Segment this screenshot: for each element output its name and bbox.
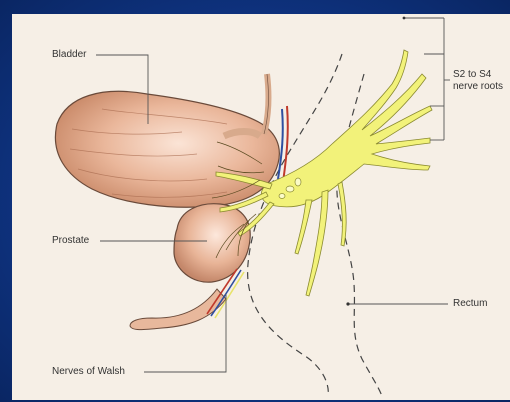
label-bladder: Bladder [52,49,86,61]
anatomy-illustration-panel: Bladder Prostate Nerves of Walsh S2 to S… [12,14,510,400]
s2-root-dot [403,17,406,20]
urethra [130,289,226,330]
label-rectum: Rectum [453,298,487,310]
label-nerve-roots-line1: S2 to S4 [453,69,491,81]
label-nerves-of-walsh: Nerves of Walsh [52,366,125,378]
label-nerve-roots-line2: nerve roots [453,81,503,93]
rectum-marker-dot [346,302,349,305]
pelvic-anatomy-diagram [12,14,510,400]
label-prostate: Prostate [52,235,89,247]
prostate-organ [174,204,250,282]
bladder-organ [55,91,279,207]
